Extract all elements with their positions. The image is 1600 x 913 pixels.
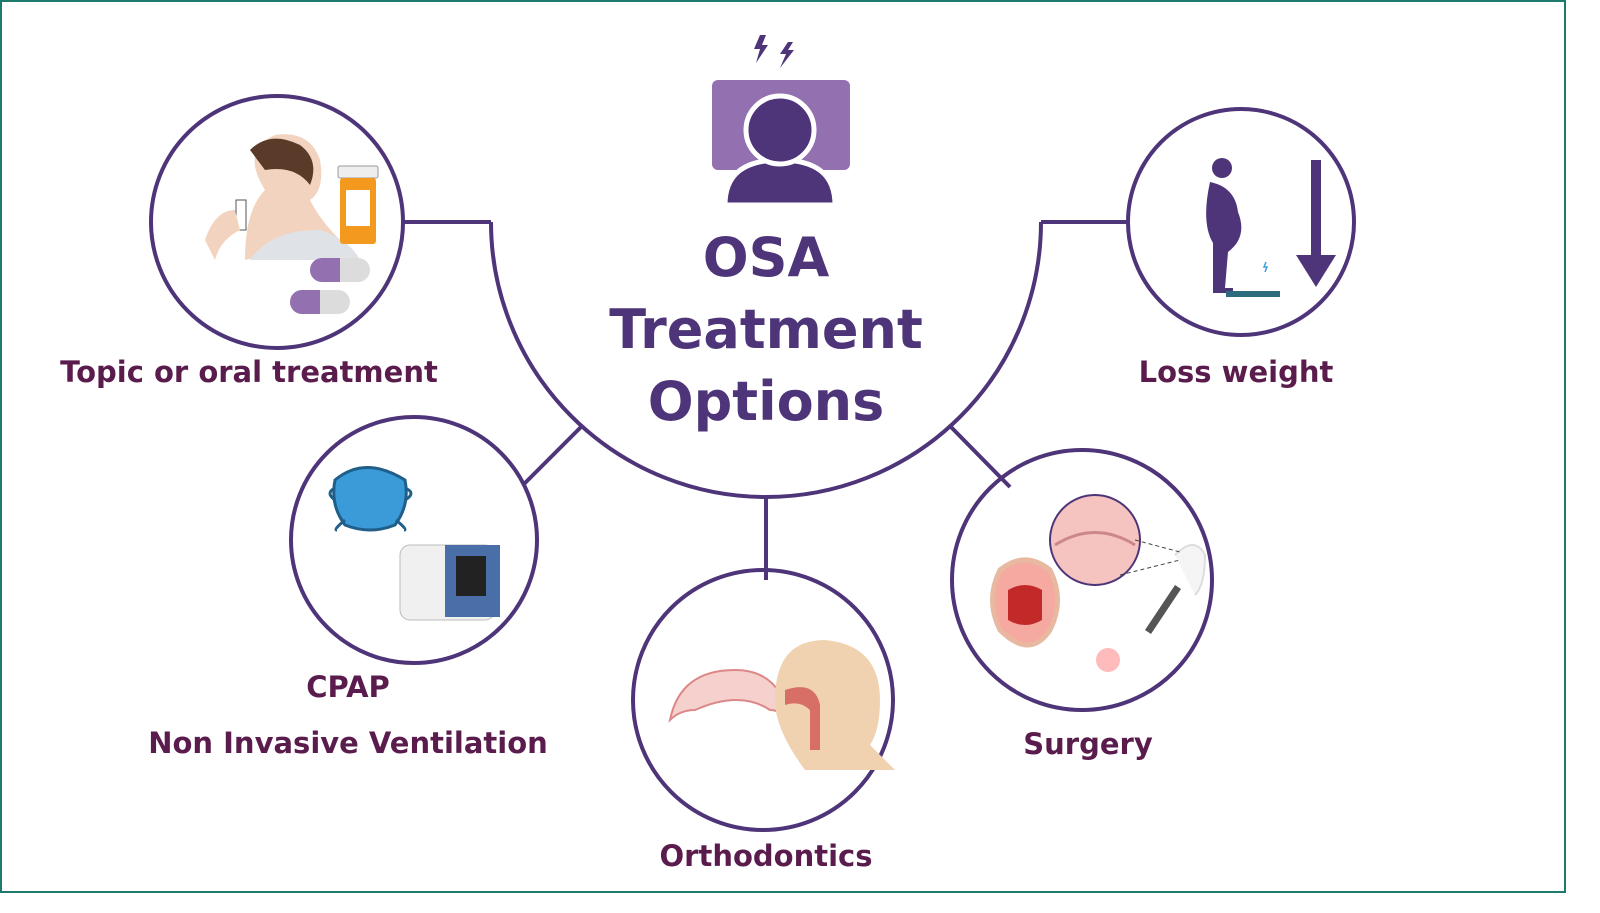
label-non-invasive-ventilation: Non Invasive Ventilation (148, 726, 548, 760)
label-orthodontics: Orthodontics (659, 839, 873, 873)
circle-surgery (950, 448, 1214, 712)
circle-cpap (289, 415, 539, 665)
connector-surgery (947, 423, 1012, 489)
circle-topic (149, 94, 405, 350)
scalpel-throat-icon (990, 494, 1207, 672)
label-cpap: CPAP (306, 670, 390, 704)
nasal-spray-pills-icon (205, 134, 379, 314)
label-surgery: Surgery (1023, 727, 1153, 761)
label-topic: Topic or oral treatment (60, 355, 438, 389)
label-loss-weight: Loss weight (1138, 355, 1334, 389)
title-line-3: Options (647, 370, 885, 433)
title-line-2: Treatment (609, 298, 923, 361)
weight-scale-icon (1206, 158, 1336, 297)
dental-arch-icon (668, 640, 895, 770)
cpap-machine-icon (328, 466, 500, 621)
connector-cpap (521, 423, 585, 487)
title-line-1: OSA (702, 226, 830, 289)
sleeping-person-pillow-icon (712, 35, 850, 208)
circle-ortho (631, 568, 895, 832)
diagram-frame (0, 0, 1566, 893)
circle-loss (1126, 107, 1356, 337)
